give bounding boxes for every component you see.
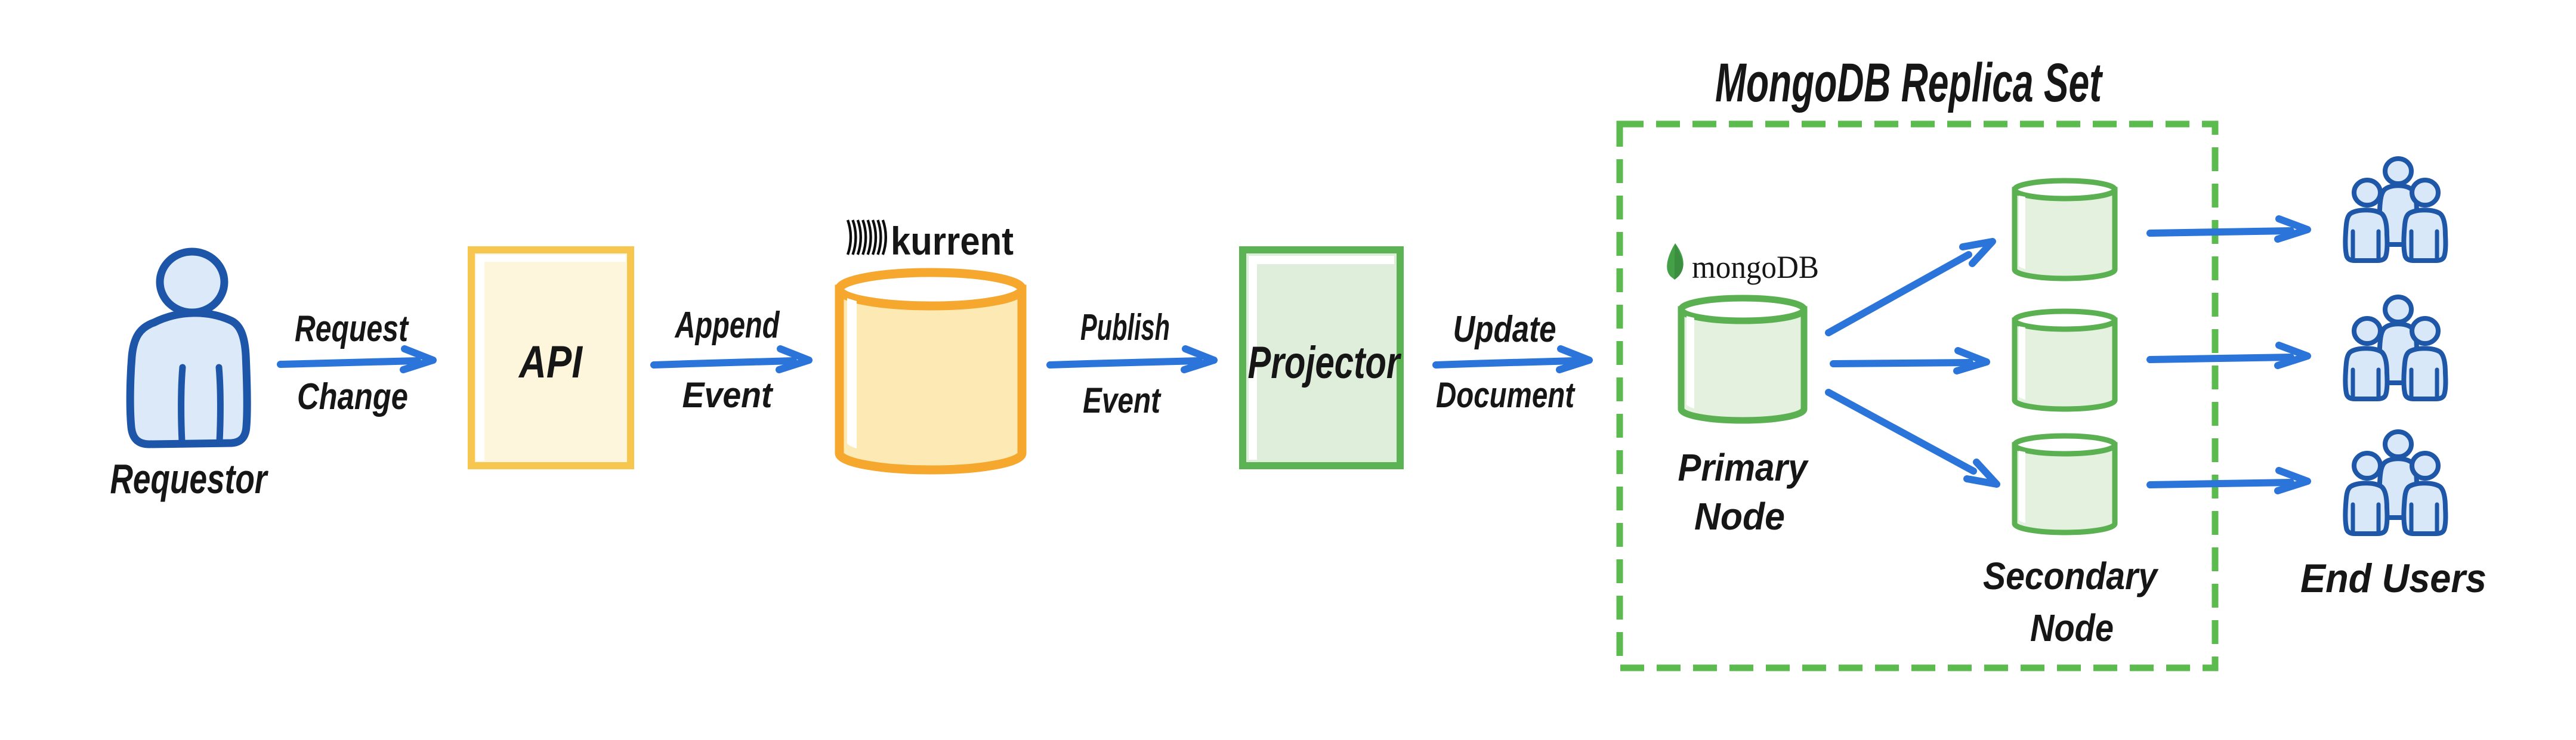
svg-text:Node: Node — [2030, 606, 2114, 649]
svg-text:Document: Document — [1436, 375, 1576, 415]
svg-text:Event: Event — [682, 375, 774, 415]
svg-text:mongoDB: mongoDB — [1692, 249, 1819, 285]
svg-text:Change: Change — [297, 376, 408, 417]
svg-text:Requestor: Requestor — [110, 456, 269, 502]
svg-text:API: API — [518, 337, 583, 388]
svg-text:Primary: Primary — [1678, 446, 1809, 489]
svg-text:Request: Request — [295, 308, 409, 349]
svg-text:End Users: End Users — [2300, 556, 2487, 601]
svg-text:Event: Event — [1083, 380, 1162, 420]
svg-text:MongoDB Replica Set: MongoDB Replica Set — [1715, 52, 2103, 113]
svg-text:kurrent: kurrent — [891, 219, 1014, 263]
svg-text:Node: Node — [1694, 495, 1785, 538]
svg-text:Projector: Projector — [1248, 338, 1402, 388]
svg-text:Append: Append — [674, 305, 780, 346]
svg-text:Publish: Publish — [1080, 307, 1170, 348]
svg-text:Update: Update — [1453, 309, 1556, 350]
svg-text:Secondary: Secondary — [1983, 555, 2159, 597]
